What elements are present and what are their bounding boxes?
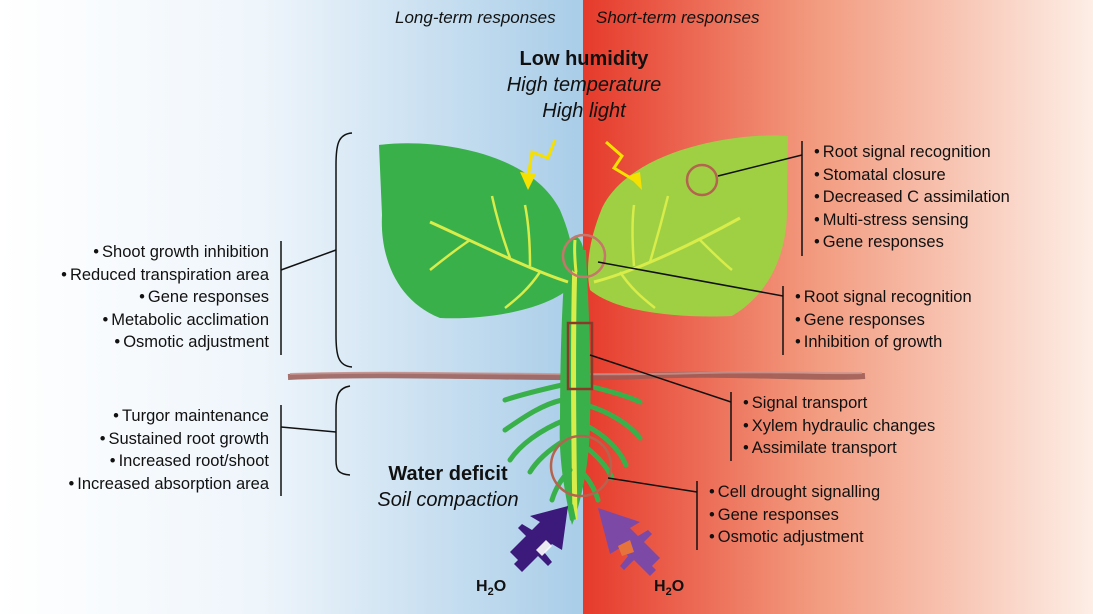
top-stress-labels: Low humidity High temperature High light — [434, 46, 734, 124]
h2o-label-right: H2O — [654, 578, 684, 598]
h2o-element: O — [671, 578, 685, 595]
list-item: Gene responses — [814, 231, 1010, 254]
h2o-element: O — [493, 578, 507, 595]
root-focus-circle — [549, 434, 613, 498]
list-item: Gene responses — [61, 286, 269, 309]
list-item: Osmotic adjustment — [61, 331, 269, 354]
stress-low-humidity: Low humidity — [519, 48, 649, 70]
list-item: Cell drought signalling — [709, 481, 880, 504]
root-bracket — [335, 385, 351, 476]
list-item: Turgor maintenance — [69, 405, 269, 428]
list-item: Xylem hydraulic changes — [743, 415, 935, 438]
short-term-header: Short-term responses — [596, 8, 760, 27]
h2o-subscript: 2 — [487, 586, 494, 599]
shoot-long-term-list: Shoot growth inhibition Reduced transpir… — [61, 241, 269, 354]
list-item: Multi-stress sensing — [814, 209, 1010, 232]
list-item: Gene responses — [709, 504, 880, 527]
list-item: Osmotic adjustment — [709, 526, 880, 549]
list-item: Inhibition of growth — [795, 331, 972, 354]
root-long-term-list: Turgor maintenance Sustained root growth… — [69, 405, 269, 496]
stem-short-term-list: Signal transport Xylem hydraulic changes… — [743, 392, 935, 460]
stress-soil-compaction: Soil compaction — [377, 489, 519, 511]
list-item: Stomatal closure — [814, 164, 1010, 187]
list-item: Root signal recognition — [795, 286, 972, 309]
list-item: Increased root/shoot — [69, 450, 269, 473]
water-arrow-left — [510, 506, 568, 572]
list-item: Sustained root growth — [69, 428, 269, 451]
list-item: Root signal recognition — [814, 141, 1010, 164]
water-arrow-right — [598, 508, 660, 576]
list-item: Reduced transpiration area — [61, 264, 269, 287]
sun-arrow-left — [526, 139, 557, 179]
h2o-symbol: H — [654, 578, 666, 595]
leaf-short-term-list: Root signal recognition Stomatal closure… — [814, 141, 1010, 254]
list-item: Decreased C assimilation — [814, 186, 1010, 209]
stress-high-temperature: High temperature — [506, 74, 662, 96]
h2o-symbol: H — [476, 578, 488, 595]
bottom-stress-labels: Water deficit Soil compaction — [298, 461, 598, 513]
h2o-subscript: 2 — [665, 586, 672, 599]
list-item: Assimilate transport — [743, 437, 935, 460]
list-item: Shoot growth inhibition — [61, 241, 269, 264]
root-short-term-list: Cell drought signalling Gene responses O… — [709, 481, 880, 549]
stress-water-deficit: Water deficit — [388, 463, 508, 485]
list-item: Signal transport — [743, 392, 935, 415]
h2o-label-left: H2O — [476, 578, 506, 598]
soil-line — [287, 371, 866, 381]
list-item: Increased absorption area — [69, 473, 269, 496]
list-item: Metabolic acclimation — [61, 309, 269, 332]
leaf-focus-circle — [685, 163, 719, 197]
apex-focus-circle — [561, 233, 607, 279]
sun-arrow-right — [605, 140, 635, 182]
long-term-header: Long-term responses — [395, 8, 556, 27]
list-item: Gene responses — [795, 309, 972, 332]
left-leaf — [379, 143, 575, 319]
stress-high-light: High light — [542, 100, 626, 122]
apex-short-term-list: Root signal recognition Gene responses I… — [795, 286, 972, 354]
